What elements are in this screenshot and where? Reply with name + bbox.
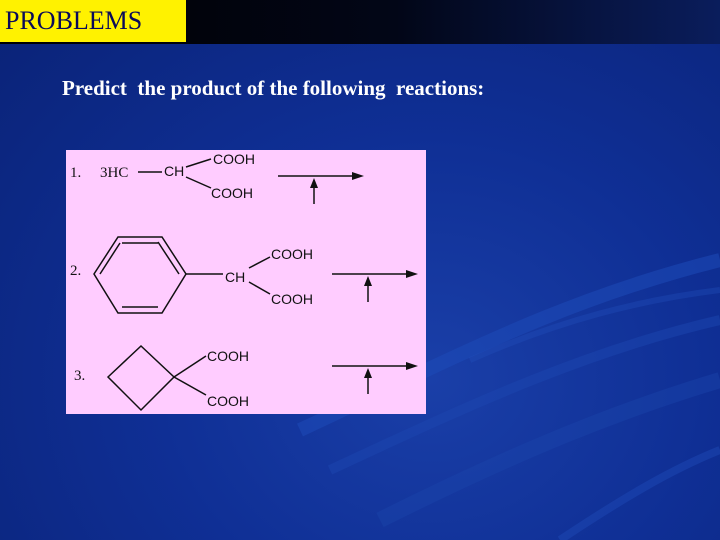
reaction-3-top-group: COOH (207, 348, 249, 364)
reaction-1-number: 1. (70, 165, 81, 181)
bond-line (185, 176, 212, 189)
reaction-arrow-head (406, 362, 418, 370)
reaction-arrow-head (406, 270, 418, 278)
heat-arrow-head (364, 368, 372, 378)
reaction-arrow-head (352, 172, 364, 180)
bond-line (185, 158, 212, 168)
bond-line (248, 256, 271, 269)
cyclobutane-ring (106, 344, 176, 412)
reaction-2-number: 2. (70, 263, 81, 279)
reaction-1: 1. 3HC CH COOH COOH (70, 151, 364, 204)
heat-arrow-head (310, 178, 318, 188)
reaction-1-center-label: CH (164, 163, 184, 179)
reactions-diagram: 1. 3HC CH COOH COOH 2. CH (70, 151, 418, 412)
reaction-2: 2. CH COOH COOH (70, 236, 418, 314)
bond-line (173, 376, 207, 396)
reaction-2-bottom-group: COOH (271, 291, 313, 307)
instruction-text: Predict the product of the following rea… (62, 76, 485, 100)
heat-arrow-head (364, 276, 372, 286)
reactions-figure: 1. 3HC CH COOH COOH 2. CH (66, 150, 426, 414)
bond-line (173, 355, 207, 378)
slide-title: PROBLEMS (0, 0, 186, 42)
reaction-3-number: 3. (74, 368, 85, 384)
reaction-2-top-group: COOH (271, 246, 313, 262)
bond-line (248, 281, 271, 295)
reaction-2-center-label: CH (225, 269, 245, 285)
benzene-ring (93, 236, 187, 314)
reaction-3: 3. COOH COOH (74, 344, 418, 412)
reaction-1-top-group: COOH (213, 151, 255, 167)
reaction-1-methyl-label: 3HC (100, 165, 128, 181)
reaction-1-bottom-group: COOH (211, 185, 253, 201)
reaction-3-bottom-group: COOH (207, 393, 249, 409)
